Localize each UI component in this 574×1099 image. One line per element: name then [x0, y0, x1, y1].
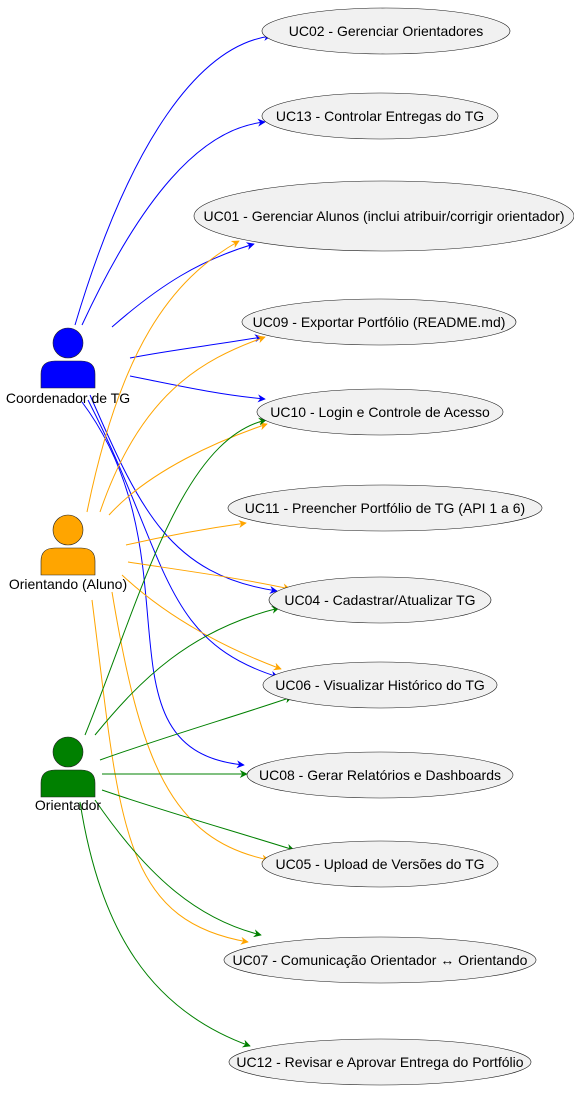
usecase-label-uc05: UC05 - Upload de Versões do TG [275, 856, 484, 872]
actor-orientando: Orientando (Aluno) [9, 514, 127, 592]
usecase-uc11: UC11 - Preencher Portfólio de TG (API 1 … [227, 484, 543, 532]
usecase-uc05: UC05 - Upload de Versões do TG [261, 840, 499, 888]
association-orientando-uc05 [111, 591, 270, 863]
usecase-label-uc09: UC09 - Exportar Portfólio (README.md) [253, 314, 506, 330]
usecase-uc08: UC08 - Gerar Relatórios e Dashboards [246, 751, 514, 799]
association-orientador-uc06 [99, 695, 293, 761]
usecase-ellipse-uc01 [193, 180, 574, 252]
usecase-label-uc13: UC13 - Controlar Entregas do TG [276, 108, 484, 124]
association-orientador-uc10 [84, 417, 267, 736]
association-orientador-uc07 [94, 799, 262, 938]
person-icon [40, 514, 96, 576]
association-orientando-uc10 [108, 422, 268, 516]
actor-coordenador: Coordenador de TG [6, 327, 130, 406]
association-orientando-uc01 [86, 240, 240, 513]
usecase-label-uc02: UC02 - Gerenciar Orientadores [289, 23, 484, 39]
association-orientador-uc05 [101, 789, 295, 852]
usecase-ellipse-uc07 [223, 936, 537, 984]
association-coordenador-uc08 [81, 401, 245, 769]
usecase-ellipse-uc04 [268, 576, 492, 624]
usecase-label-uc10: UC10 - Login e Controle de Acesso [270, 404, 490, 420]
usecase-ellipse-uc12 [228, 1038, 532, 1086]
actor-label-coordenador: Coordenador de TG [6, 390, 130, 406]
association-orientando-uc06 [121, 574, 282, 671]
association-orientando-uc07 [91, 599, 249, 945]
usecase-uc01: UC01 - Gerenciar Alunos (inclui atribuir… [193, 180, 574, 252]
association-orientando-uc11 [125, 520, 247, 546]
usecase-ellipse-uc06 [262, 661, 498, 709]
association-orientador-uc12 [79, 801, 251, 1048]
association-orientando-uc09 [99, 335, 266, 513]
associations-layer [74, 32, 295, 1048]
association-orientador-uc04 [94, 605, 280, 736]
usecase-uc10: UC10 - Login e Controle de Acesso [256, 388, 504, 436]
actor-label-orientando: Orientando (Aluno) [9, 576, 127, 592]
association-orientando-uc04 [127, 561, 291, 592]
usecase-label-uc04: UC04 - Cadastrar/Atualizar TG [284, 592, 475, 608]
usecase-label-uc12: UC12 - Revisar e Aprovar Entrega do Port… [236, 1054, 523, 1070]
usecase-label-uc07: UC07 - Comunicação Orientador ↔ Orientan… [233, 952, 528, 968]
association-coordenador-uc04 [89, 394, 278, 594]
association-coordenador-uc09 [129, 334, 263, 359]
association-coordenador-uc01 [111, 242, 255, 328]
usecase-label-uc08: UC08 - Gerar Relatórios e Dashboards [259, 767, 501, 783]
association-coordenador-uc02 [74, 32, 272, 326]
association-coordenador-uc13 [81, 118, 266, 326]
usecase-uc06: UC06 - Visualizar Histórico do TG [262, 661, 498, 709]
usecase-ellipse-uc11 [227, 484, 543, 532]
usecase-ellipse-uc02 [261, 7, 511, 55]
usecase-label-uc06: UC06 - Visualizar Histórico do TG [275, 677, 485, 693]
actors-layer: Coordenador de TG Orientando (Aluno) Orien… [6, 327, 130, 813]
usecase-uc02: UC02 - Gerenciar Orientadores [261, 7, 511, 55]
usecase-ellipse-uc08 [246, 751, 514, 799]
person-icon [40, 327, 96, 389]
usecase-uc04: UC04 - Cadastrar/Atualizar TG [268, 576, 492, 624]
usecase-uc12: UC12 - Revisar e Aprovar Entrega do Port… [228, 1038, 532, 1086]
usecase-ellipse-uc05 [261, 840, 499, 888]
usecase-label-uc01: UC01 - Gerenciar Alunos (inclui atribuir… [203, 208, 564, 224]
person-icon [40, 736, 96, 798]
usecase-uc07: UC07 - Comunicação Orientador ↔ Orientan… [223, 936, 537, 984]
usecase-ellipse-uc10 [256, 388, 504, 436]
usecase-ellipse-uc09 [241, 298, 517, 346]
association-coordenador-uc06 [87, 399, 279, 679]
usecase-uc13: UC13 - Controlar Entregas do TG [261, 92, 499, 140]
actor-label-orientador: Orientador [35, 797, 101, 813]
association-coordenador-uc10 [129, 375, 266, 403]
usecase-uc09: UC09 - Exportar Portfólio (README.md) [241, 298, 517, 346]
usecase-label-uc11: UC11 - Preencher Portfólio de TG (API 1 … [245, 500, 525, 516]
usecase-ellipse-uc13 [261, 92, 499, 140]
actor-orientador: Orientador [35, 736, 101, 813]
